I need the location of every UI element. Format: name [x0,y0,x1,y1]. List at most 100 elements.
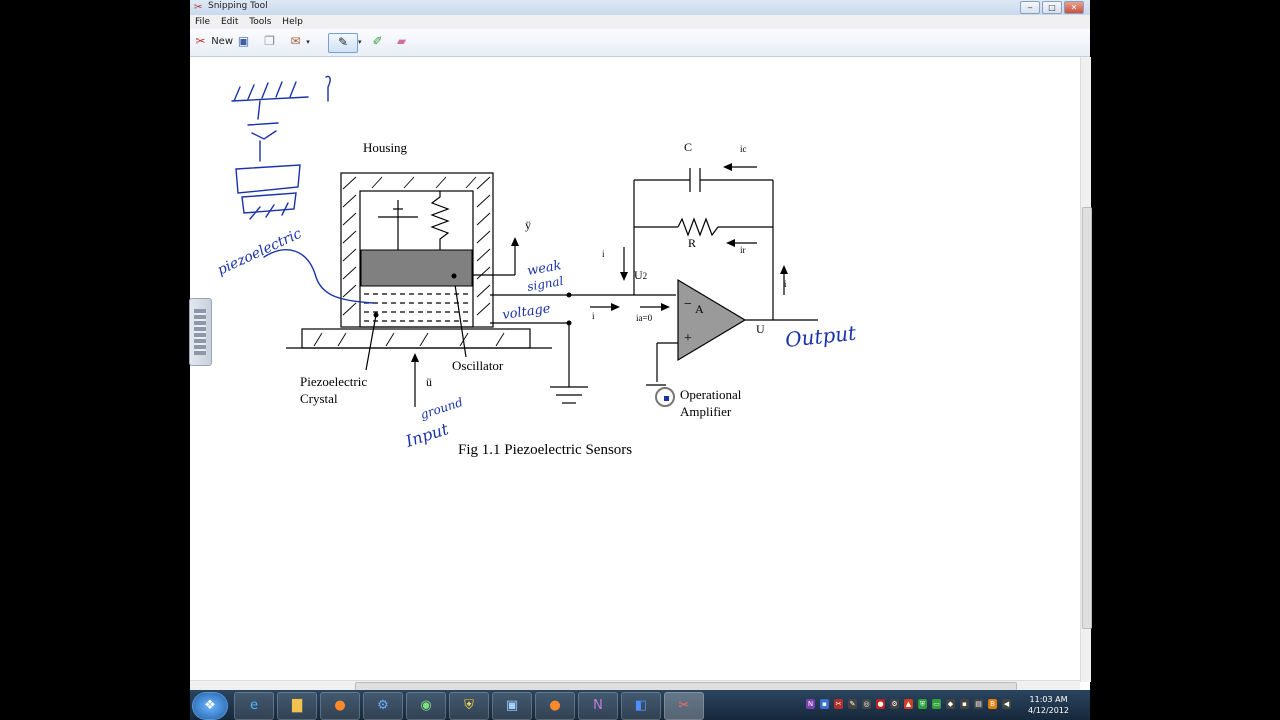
piezo-crystal-label-1: Piezoelectric [300,374,367,389]
eraser-icon: ▰ [396,33,407,48]
menu-edit[interactable]: Edit [220,17,239,27]
taskbar-explorer[interactable]: ▇ [277,692,317,720]
piezoelectric-sensor-diagram: Housing Piezoelectric Crystal Oscillator… [215,75,858,458]
side-panel-tab[interactable] [189,298,212,366]
y-acceleration-label: ÿ [525,218,531,232]
vertical-scroll-thumb[interactable] [1082,207,1092,629]
ia-label: ia=0 [636,313,653,323]
menu-help[interactable]: Help [282,17,303,27]
taskbar-snipping-tool[interactable]: ✂ [664,692,704,720]
menu-file[interactable]: File [195,17,211,27]
title-bar: ✂ Snipping Tool ‒ □ ✕ [190,0,1090,16]
snip-canvas[interactable]: Housing Piezoelectric Crystal Oscillator… [190,57,1080,682]
app-icon: ◧ [634,698,648,713]
tray-onenote-icon[interactable]: N [806,699,815,709]
handwritten-weak: weak [526,258,563,279]
snipping-tool-icon: ✂ [194,2,203,13]
handwritten-piezoelectric: piezoelectric [215,226,304,279]
save-button[interactable]: ▣ [236,33,251,51]
onenote-icon: N [593,698,603,713]
taskbar-app[interactable]: ◧ [621,692,661,720]
oscillator-label: Oscillator [452,358,504,373]
grip-icon [194,309,206,355]
tray-monitor-icon[interactable]: ▭ [932,699,941,709]
new-snip-button[interactable]: ✂ New [193,33,233,51]
windows-logo-icon: ❖ [204,698,216,713]
copy-button[interactable]: ❐ [262,33,277,51]
send-snip-button[interactable]: ✉ ▾ [288,33,310,51]
system-clock[interactable]: 11:03 AM 4/12/2012 [1028,694,1069,716]
handwritten-input: Input [402,419,451,451]
piezo-leader [365,314,377,371]
tray-scissors-icon[interactable]: ✂ [834,699,843,709]
close-button[interactable]: ✕ [1064,1,1084,14]
ir-label: ir [740,245,746,255]
send-dropdown-arrow-icon[interactable]: ▾ [306,38,310,46]
ic-label: ic [740,144,747,154]
minimize-button[interactable]: ‒ [1020,1,1040,14]
toolbar: ✂ New ▣ ❐ ✉ ▾ ✎ ▾ ✐ ▰ [190,29,1090,57]
window-icon: ▣ [505,698,519,713]
tray-pen-icon[interactable]: ✎ [848,699,857,709]
menu-tools[interactable]: Tools [249,17,272,27]
folder-icon: ▇ [292,698,302,713]
tray-app-icon[interactable]: ▪ [820,699,829,709]
tray-headset-icon[interactable]: ◎ [862,699,871,709]
housing-inner [359,190,474,328]
tray-network-icon[interactable]: ▤ [974,699,983,709]
tray-shield-icon[interactable]: ⛨ [918,699,927,709]
opamp-plus-sign: + [684,331,692,346]
taskbar-security[interactable]: ⛨ [449,692,489,720]
scissors-icon: ✂ [195,33,206,48]
pen-button[interactable]: ✎ [328,33,358,53]
op-amp-triangle [677,278,747,362]
spring [430,191,450,250]
tray-dot-icon[interactable]: ▪ [960,699,969,709]
maximize-button[interactable]: □ [1042,1,1062,14]
opamp-label-2: Amplifier [680,404,732,419]
snipping-tool-window: ✂ Snipping Tool ‒ □ ✕ File Edit Tools He… [190,0,1092,720]
network-icon: ⚙ [377,698,389,713]
eraser-button[interactable]: ▰ [394,33,409,51]
taskbar-ie[interactable]: e [234,692,274,720]
tray-gear-icon[interactable]: ⚙ [890,699,899,709]
pen-dropdown-arrow-icon[interactable]: ▾ [358,38,362,46]
eye-icon: ◉ [420,698,432,713]
tray-b-icon[interactable]: B [988,699,997,709]
firefox-icon: ● [334,698,346,713]
taskbar-onenote[interactable]: N [578,692,618,720]
i-output-label: i [784,279,787,289]
taskbar-network[interactable]: ⚙ [363,692,403,720]
resistor-label: R [688,236,696,250]
taskbar-firefox-2[interactable]: ● [535,692,575,720]
pen-cursor-dot [664,396,669,401]
opamp-minus-sign: − [684,297,692,312]
pen-icon: ✎ [337,34,349,49]
start-button[interactable]: ❖ [192,692,228,720]
piezo-crystal-label-2: Crystal [300,391,338,406]
capacitor-label: C [684,140,692,154]
new-button-label: New [211,36,233,47]
taskbar-window-app[interactable]: ▣ [492,692,532,720]
taskbar-firefox[interactable]: ● [320,692,360,720]
housing-label: Housing [363,140,408,155]
output-u-label: U [756,322,765,336]
i-current-label: i [602,249,605,259]
taskbar: ❖ e ▇ ● ⚙ ◉ ⛨ ▣ ● N ◧ ✂ N ▪ ✂ ✎ ◎ ● ⚙ ▲ … [190,690,1090,720]
tray-chat-icon[interactable]: ◆ [946,699,955,709]
vertical-scrollbar[interactable] [1080,57,1092,682]
menu-bar: File Edit Tools Help [190,15,1090,29]
highlighter-button[interactable]: ✐ [370,33,385,51]
shield-icon: ⛨ [464,698,474,713]
tray-antivirus-icon[interactable]: ● [876,699,885,709]
window-title: Snipping Tool [208,1,268,11]
tray-alert-icon[interactable]: ▲ [904,699,913,709]
internet-explorer-icon: e [250,698,258,713]
clock-date: 4/12/2012 [1028,706,1070,715]
tray-volume-icon[interactable]: ◀ [1002,699,1011,709]
taskbar-eye-app[interactable]: ◉ [406,692,446,720]
u-acceleration-label: ü [426,375,432,389]
scissors-icon: ✂ [678,698,690,713]
clock-time: 11:03 AM [1029,695,1068,704]
opamp-gain-label: A [695,302,704,316]
